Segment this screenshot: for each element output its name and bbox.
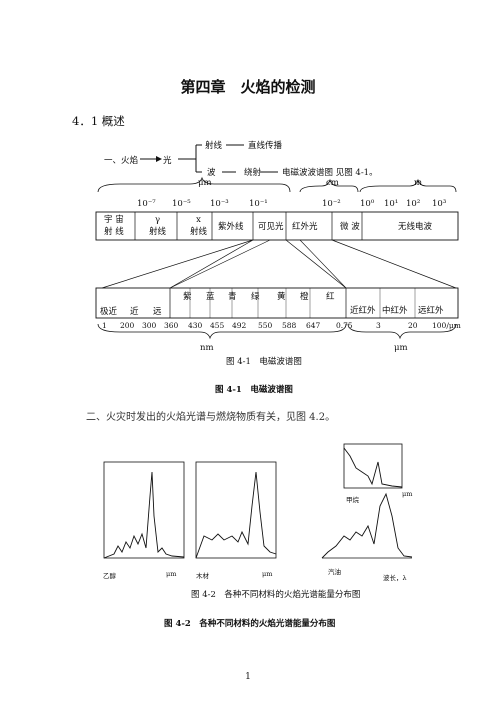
tick-nm: 550: [258, 321, 273, 330]
exp-label: 10³: [432, 199, 447, 209]
gasoline-plot: [321, 492, 413, 559]
flow-ray: 射线: [205, 141, 223, 151]
ethanol-plot: [103, 461, 185, 559]
wood-plot: [195, 461, 277, 559]
ir-mid: 中红外: [382, 306, 408, 316]
section-heading: 4．1 概述: [72, 114, 125, 128]
unit-ethanol: μm: [166, 570, 177, 578]
tick-um: 0.75: [336, 321, 353, 330]
exp-label: 10²: [406, 199, 421, 209]
color-red: 红: [326, 292, 335, 302]
band-radio: 无线电波: [398, 222, 433, 232]
color-cyan: 青: [228, 292, 237, 302]
flow-wave-mid: 绕射: [244, 168, 262, 178]
color-violet: 紫: [183, 292, 192, 302]
ir-far: 远红外: [418, 306, 444, 316]
unit-nm: nm: [200, 343, 214, 353]
label-methane: 甲烷: [346, 496, 359, 504]
exp-label: 10⁻⁵: [172, 199, 191, 209]
band-microwave: 微 波: [340, 222, 360, 232]
uv-sub: 近: [130, 307, 139, 317]
unit-cm-top: cm: [326, 178, 339, 188]
tick-nm: 455: [210, 321, 225, 330]
tick-um: 100/μm: [432, 321, 461, 330]
methane-plot: [343, 443, 403, 489]
flow-wave-desc: 电磁波波谱图 见图 4-1。: [282, 168, 378, 178]
uv-sub: 极近: [100, 307, 118, 317]
unit-m-top: m: [414, 178, 423, 188]
unit-um-bottom: μm: [394, 343, 408, 353]
exp-label: 10⁰: [360, 199, 375, 209]
tick-nm: 200: [120, 321, 135, 330]
tick-nm: 492: [232, 321, 247, 330]
em-spectrum-diagram: [95, 176, 459, 340]
unit-methane: μm: [402, 490, 413, 498]
label-wood: 木材: [196, 572, 209, 580]
flow-lead: 一、火焰: [104, 156, 139, 166]
tick-um: 3: [376, 321, 381, 330]
band-xray: x 射线: [190, 215, 208, 237]
tick-um: 20: [408, 321, 418, 330]
tick-nm: 360: [164, 321, 179, 330]
ir-near: 近红外: [350, 306, 376, 316]
unit-wood: μm: [262, 570, 273, 578]
fig1-caption: 图 4-1 电磁波谱图: [226, 357, 302, 367]
unit-um-top: μm: [198, 178, 212, 188]
fig2-caption: 图 4-2 各种不同材料的火焰光谱能量分布图: [191, 590, 361, 600]
flow-ray-desc: 直线传播: [248, 141, 283, 151]
tick-nm: 300: [142, 321, 157, 330]
band-cosmic: 宇 宙 射 线: [104, 215, 124, 237]
exp-label: 10¹: [384, 199, 399, 209]
tick-nm: 1: [102, 321, 107, 330]
fig1-caption-bold: 图 4-1 电磁波谱图: [215, 385, 293, 395]
label-gasoline: 汽油: [328, 568, 341, 576]
tick-nm: 647: [306, 321, 321, 330]
band-ir: 红外光: [292, 222, 318, 232]
exp-label: 10⁻¹: [249, 199, 268, 209]
exp-label: 10⁻²: [322, 199, 341, 209]
wavelength-label: 波长，λ: [383, 574, 407, 582]
label-ethanol: 乙醇: [103, 572, 116, 580]
color-blue: 蓝: [206, 292, 215, 302]
tick-nm: 430: [188, 321, 203, 330]
flow-wave: 波: [207, 168, 216, 178]
flame-spectra-figure: [103, 443, 413, 559]
band-uv: 紫外线: [218, 222, 244, 232]
chapter-title: 第四章 火焰的检测: [180, 78, 316, 96]
exp-label: 10⁻³: [210, 199, 229, 209]
color-orange: 橙: [300, 292, 309, 302]
color-yellow: 黄: [277, 292, 286, 302]
band-gamma: γ 射线: [149, 215, 167, 237]
page-number: 1: [245, 672, 251, 682]
exp-label: 10⁻⁷: [137, 199, 156, 209]
band-visible: 可见光: [258, 222, 284, 232]
uv-sub: 远: [153, 307, 162, 317]
color-green: 绿: [251, 292, 260, 302]
flow-diagram: [140, 144, 278, 173]
fig2-caption-bold: 图 4-2 各种不同材料的火焰光谱能量分布图: [164, 619, 336, 629]
paragraph-2: 二、火灾时发出的火焰光谱与燃烧物质有关，见图 4.2。: [86, 412, 336, 423]
tick-nm: 588: [282, 321, 297, 330]
flow-light: 光: [163, 156, 172, 166]
